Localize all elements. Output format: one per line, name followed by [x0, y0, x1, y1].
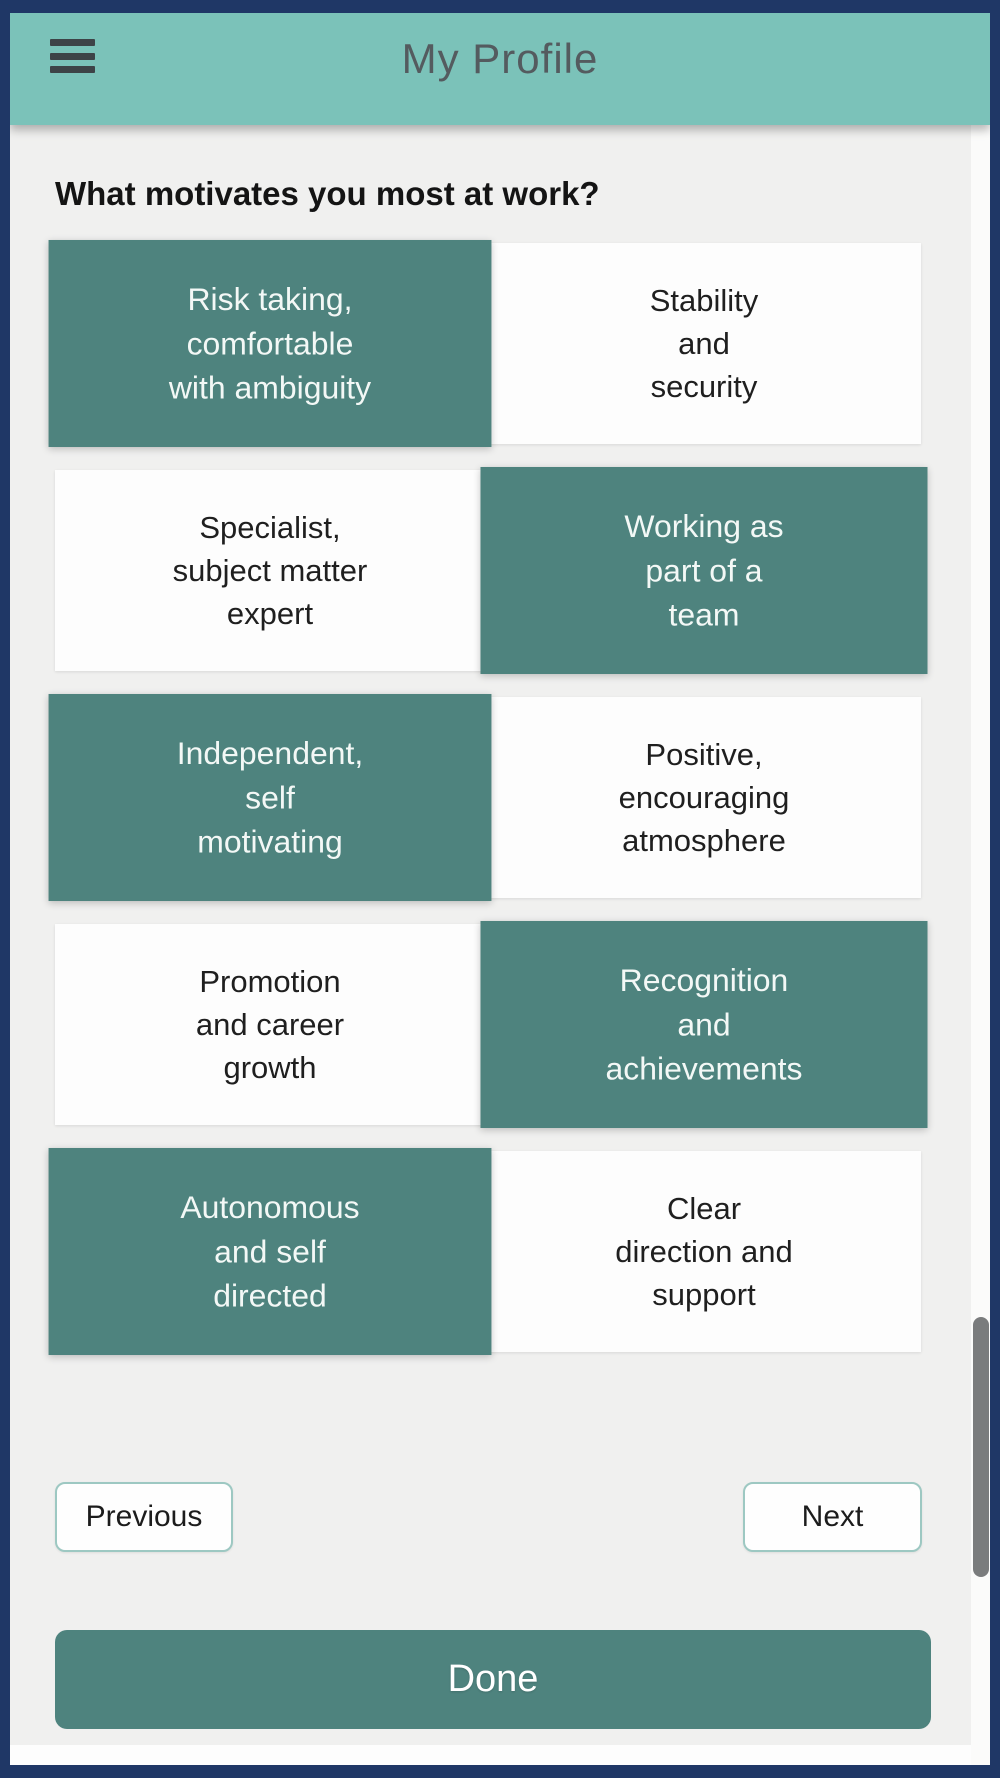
app-header: My Profile	[10, 13, 990, 125]
option-positive-atmosphere[interactable]: Positive, encouraging atmosphere	[487, 697, 921, 898]
scrollbar-thumb[interactable]	[973, 1317, 989, 1577]
option-recognition-achievements[interactable]: Recognition and achievements	[480, 920, 928, 1129]
option-stability-security[interactable]: Stability and security	[487, 243, 921, 444]
bottom-strip	[10, 1745, 990, 1765]
option-specialist-expert[interactable]: Specialist, subject matter expert	[55, 470, 485, 671]
option-risk-taking[interactable]: Risk taking, comfortable with ambiguity	[48, 239, 492, 448]
previous-button[interactable]: Previous	[55, 1482, 233, 1552]
page-title: My Profile	[401, 35, 599, 82]
done-button[interactable]: Done	[55, 1630, 931, 1729]
scrollbar-track[interactable]	[971, 125, 990, 1765]
app-screen: My Profile What motivates you most at wo…	[10, 13, 990, 1765]
option-autonomous-self-directed[interactable]: Autonomous and self directed	[48, 1147, 492, 1356]
next-button[interactable]: Next	[743, 1482, 922, 1552]
option-working-in-team[interactable]: Working as part of a team	[480, 466, 928, 675]
option-independent-self-motivating[interactable]: Independent, self motivating	[48, 693, 492, 902]
option-promotion-career[interactable]: Promotion and career growth	[55, 924, 485, 1125]
options-grid: Risk taking, comfortable with ambiguity …	[48, 239, 928, 1356]
question-text: What motivates you most at work?	[55, 175, 600, 212]
menu-button[interactable]	[50, 39, 95, 73]
hamburger-icon	[50, 39, 95, 73]
option-clear-direction-support[interactable]: Clear direction and support	[487, 1151, 921, 1352]
